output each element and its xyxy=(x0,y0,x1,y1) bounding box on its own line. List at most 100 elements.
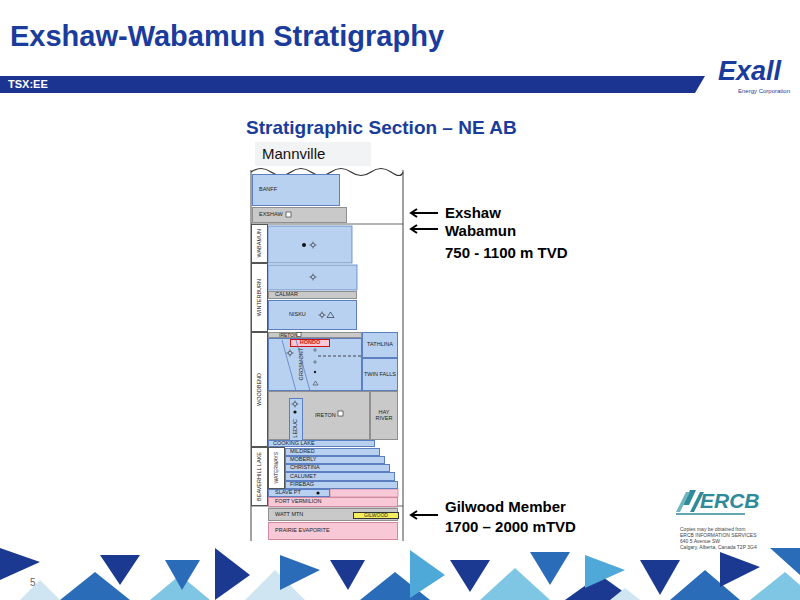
formation-box: MILDRED xyxy=(285,448,380,456)
formation-name: WATT MTN xyxy=(275,512,303,518)
formation-box: IRETON LEDUC xyxy=(268,391,370,440)
formation-name: WINTERBURN xyxy=(257,279,263,316)
wabamun-formation-box xyxy=(268,226,352,263)
decor-triangle xyxy=(585,555,625,588)
gas-symbol xyxy=(310,242,317,249)
slide-label: ERCB INFORMATION SERVICES xyxy=(680,533,757,538)
decor-triangle xyxy=(750,572,800,600)
pointer-arrow xyxy=(411,511,438,519)
evaporite-fill xyxy=(330,489,398,497)
slide-label: 640 5 Avenue SW xyxy=(680,539,720,544)
group-cell: WABAMUN xyxy=(251,224,268,263)
formation-name: EXSHAW xyxy=(259,212,283,218)
decor-triangle xyxy=(480,568,550,600)
oil-symbol xyxy=(302,243,306,247)
formation-name: WOODBEND xyxy=(257,373,263,406)
slide-label: Exall xyxy=(718,58,781,85)
formation-box: COOKING LAKE xyxy=(268,440,375,447)
pointer-arrow xyxy=(411,225,438,233)
slide-label: Mannville xyxy=(262,146,325,161)
formation-box: EXSHAW xyxy=(252,207,347,223)
formation-box: FIREBAG xyxy=(285,481,398,489)
slide-label: Energy Corporation xyxy=(738,88,790,94)
formation-box: MOBERLY xyxy=(285,456,385,464)
slide-label: Copies may be obtained from xyxy=(680,527,745,532)
group-cell: WOODBEND xyxy=(251,332,268,447)
decor-triangle xyxy=(720,552,760,587)
formation-box: TWIN FALLS xyxy=(362,358,398,391)
mannville-backdrop xyxy=(255,142,371,166)
slide-label: TSX:EE xyxy=(8,79,48,90)
formation-name: FORT VERMILION xyxy=(275,499,322,505)
pointer-arrow xyxy=(411,209,438,217)
column-border xyxy=(251,170,403,541)
decor-triangle xyxy=(100,555,140,585)
gas-symbol xyxy=(310,274,317,281)
formation-name: BANFF xyxy=(259,187,277,193)
formation-box: NISKU xyxy=(268,300,357,330)
decor-triangle xyxy=(450,560,490,592)
formation-name: IRETON xyxy=(315,413,336,419)
group-cell: BEAVERHILL LAKE xyxy=(251,447,268,506)
formation-name: IRETON xyxy=(279,333,298,338)
formation-name: FIREBAG xyxy=(290,482,314,488)
decor-triangle xyxy=(410,550,445,598)
formation-name: CHRISTINA xyxy=(290,465,320,471)
formation-box: BANFF xyxy=(252,174,340,206)
formation-name: MOBERLY xyxy=(290,457,317,463)
formation-name: CALMAR xyxy=(275,292,298,298)
formation-name: MILDRED xyxy=(290,449,315,455)
formation-name: LEDUC xyxy=(293,419,299,438)
slide-title: Exshaw-Wabamun Stratigraphy xyxy=(10,22,444,51)
slide-label: Calgary, Alberta, Canada T2P 3G4 xyxy=(680,545,757,550)
formation-name: CALUMET xyxy=(290,474,316,480)
formation-name: GILWOOD xyxy=(364,513,388,518)
formation-name: TWIN FALLS xyxy=(364,372,396,378)
formation-box: HONDO xyxy=(290,339,330,347)
formation-box: CALUMET xyxy=(285,472,395,481)
slide-label: ERCB xyxy=(700,490,760,511)
formation-name: TATHLINA xyxy=(367,342,393,348)
formation-box: PRAIRIE EVAPORITE xyxy=(268,522,398,540)
formation-name: GROSMONT xyxy=(299,348,305,380)
group-cell: WATERWAYS xyxy=(268,447,285,489)
ercb-stripe xyxy=(676,492,690,512)
decor-triangle xyxy=(770,548,800,575)
formation-name: SLAVE PT xyxy=(275,490,301,496)
formation-box: SLAVE PT xyxy=(268,489,330,497)
formation-box: GILWOOD xyxy=(353,512,399,519)
ercb-underline xyxy=(676,513,745,515)
winterburn-upper-box xyxy=(268,265,357,290)
formation-box: TATHLINA xyxy=(362,332,398,358)
slide-label: Stratigraphic Section – NE AB xyxy=(246,118,517,137)
decor-triangle xyxy=(165,560,200,590)
decor-triangle xyxy=(330,560,365,590)
group-separator xyxy=(251,224,403,506)
formation-name: NISKU xyxy=(289,312,306,318)
header-bar xyxy=(0,76,705,93)
formation-box: HAY RIVER xyxy=(370,391,398,440)
formation-name: HONDO xyxy=(300,340,320,346)
decor-triangle xyxy=(530,552,570,585)
decor-triangle xyxy=(0,548,40,580)
formation-box: FORT VERMILION xyxy=(268,497,398,507)
slide-label: 5 xyxy=(30,578,36,588)
slide-label: 750 - 1100 m TVD xyxy=(445,245,568,260)
slide-label: Exshaw xyxy=(445,205,501,220)
decor-triangle xyxy=(610,588,640,600)
formation-name: PRAIRIE EVAPORITE xyxy=(275,528,330,534)
formation-name: COOKING LAKE xyxy=(273,441,315,447)
group-cell: WINTERBURN xyxy=(251,263,268,332)
formation-name: WATERWAYS xyxy=(274,452,279,484)
formation-box: CHRISTINA xyxy=(285,464,390,472)
decor-triangle xyxy=(640,560,680,595)
slide-label: Wabamun xyxy=(445,223,516,238)
slide-label: 1700 – 2000 mTVD xyxy=(445,519,576,534)
formation-name: HAY RIVER xyxy=(371,410,397,421)
decor-triangle xyxy=(215,548,250,600)
formation-name: BEAVERHILL LAKE xyxy=(257,452,263,501)
decor-triangle xyxy=(20,580,60,600)
